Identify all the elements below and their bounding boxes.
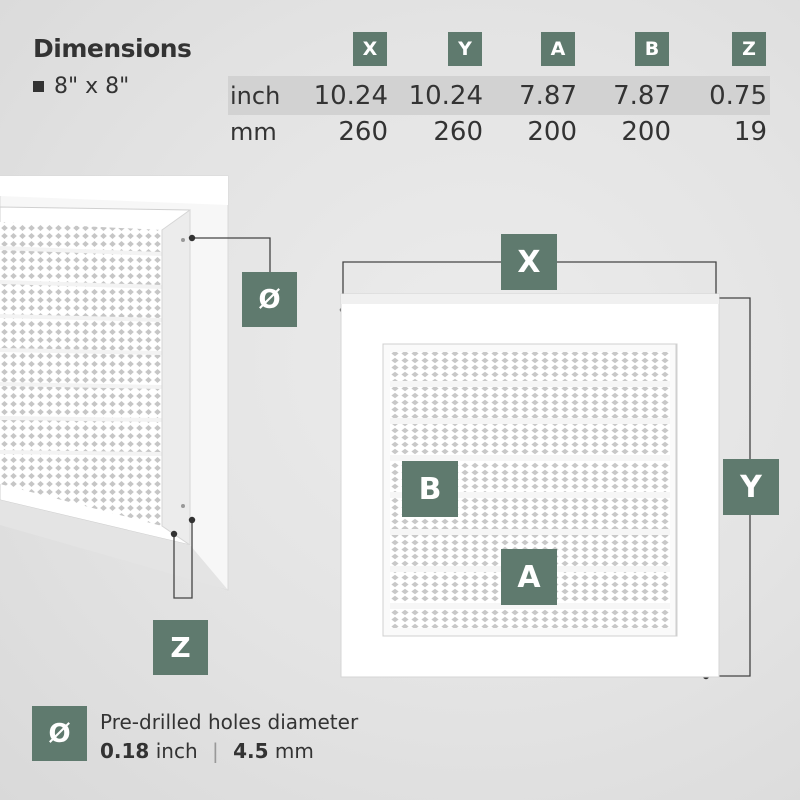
page-title: Dimensions	[33, 34, 192, 63]
cell-inch-y: 10.24	[408, 81, 483, 111]
column-badge-z: Z	[732, 32, 766, 66]
column-badge-y: Y	[448, 32, 482, 66]
dimension-badge-y: Y	[723, 459, 779, 515]
cell-mm-x: 260	[338, 117, 388, 147]
cell-mm-a: 200	[527, 117, 577, 147]
holes-mm-value: 4.5	[233, 739, 269, 763]
holes-title: Pre-drilled holes diameter	[100, 710, 359, 734]
cell-mm-y: 260	[433, 117, 483, 147]
row-label-mm: mm	[230, 118, 277, 146]
dimension-badge-z: Z	[153, 620, 208, 675]
column-badge-b: B	[635, 32, 669, 66]
column-badge-x: X	[353, 32, 387, 66]
side-view-vent	[0, 175, 229, 591]
inch-row-band	[228, 76, 770, 115]
row-label-inch: inch	[230, 82, 281, 110]
holes-mm-unit: mm	[274, 739, 314, 763]
front-view-vent	[340, 293, 720, 678]
holes-values: 0.18 inch | 4.5 mm	[100, 739, 314, 763]
bullet-square-icon	[33, 81, 44, 92]
holes-separator: |	[211, 739, 219, 763]
cell-inch-a: 7.87	[519, 81, 577, 111]
holes-inch-unit: inch	[155, 739, 198, 763]
cell-inch-z: 0.75	[709, 81, 767, 111]
dimension-badge-a: A	[501, 549, 557, 605]
cell-mm-b: 200	[621, 117, 671, 147]
size-label: 8" x 8"	[33, 74, 129, 99]
cell-mm-z: 19	[733, 117, 767, 147]
dimension-badge-b: B	[402, 461, 458, 517]
hole-diameter-badge: Ø	[242, 272, 297, 327]
cell-inch-x: 10.24	[313, 81, 388, 111]
size-value: 8" x 8"	[54, 74, 130, 99]
dimension-badge-x: X	[501, 234, 557, 290]
column-badge-a: A	[541, 32, 575, 66]
diameter-icon: Ø	[32, 706, 87, 761]
holes-inch-value: 0.18	[100, 739, 150, 763]
cell-inch-b: 7.87	[613, 81, 671, 111]
